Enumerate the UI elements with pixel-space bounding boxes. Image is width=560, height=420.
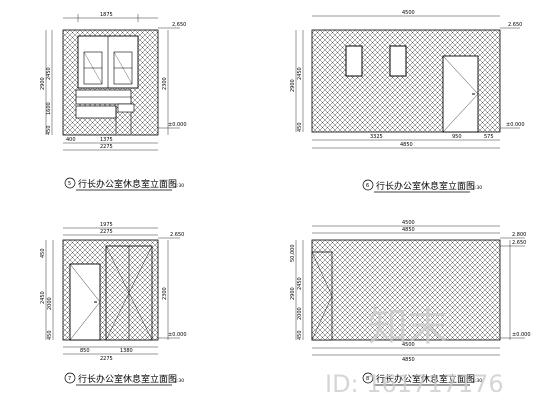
dim-top-1: 4500: [402, 10, 415, 16]
dim-left-5: 450: [297, 330, 303, 340]
dim-right-1: 2.800: [512, 232, 526, 238]
dim-top-2: 4850: [402, 227, 415, 233]
panel-scale: 1:30: [472, 378, 482, 384]
panel-number: 7: [68, 376, 71, 382]
dim-right-1: 2300: [162, 287, 168, 300]
panel-scale: 1:30: [472, 185, 482, 191]
panel-caption: 行长办公室休息室立面图: [376, 180, 475, 192]
dim-left-2: 2450: [40, 291, 46, 304]
panel-number: 5: [68, 181, 71, 187]
dim-bottom-1: 850: [80, 348, 90, 354]
dim-bottom-2: 4850: [402, 357, 415, 363]
dim-top-1: 4500: [402, 220, 415, 226]
dim-left-1: 50,000: [290, 245, 296, 263]
dim-left-3: 2000: [47, 297, 53, 310]
dim-bottom-3: 2275: [100, 144, 113, 150]
panel-scale: 1:30: [174, 183, 184, 189]
dim-left-2: 2450: [46, 67, 52, 80]
dim-left-2: 2900: [290, 287, 296, 300]
dim-bottom-2: 1375: [100, 137, 113, 143]
dim-left-3: 2450: [297, 277, 303, 290]
elevation-panel-5: 1875 2,650 400 1375 2275 2900 2450 1600 …: [40, 12, 187, 191]
panel-number: 6: [366, 183, 369, 189]
dim-bottom-3: 2275: [100, 356, 113, 362]
panel-caption: 行长办公室休息室立面图: [78, 373, 177, 385]
wall-hatch: [311, 239, 501, 341]
dim-left-4: 2000: [297, 307, 303, 320]
watermark-logo-text: 知末: [368, 304, 448, 350]
dim-bottom-1: 3325: [370, 134, 383, 140]
panel-scale: 1:30: [174, 378, 184, 384]
elevation-panel-6: 4500 2.650 3325 950 575 4850 2900 2450 4…: [290, 10, 525, 193]
dim-top-2: 2275: [100, 229, 113, 235]
dim-left-4: 450: [47, 330, 53, 340]
dim-right-1: 2300: [162, 77, 168, 90]
level-bottom: ±0.000: [168, 332, 187, 338]
dim-top-1: 1875: [100, 12, 113, 18]
dim-top-2: 2,650: [172, 22, 186, 28]
dim-bottom-2: 1380: [120, 348, 133, 354]
panel-caption: 行长办公室休息室立面图: [376, 373, 475, 385]
dim-left-4: 450: [46, 125, 52, 135]
dim-left-2: 2450: [297, 67, 303, 80]
dim-top-3: 2.650: [170, 232, 184, 238]
dim-top-2: 2.650: [508, 22, 522, 28]
dim-bottom-1: 4500: [402, 342, 415, 348]
dim-bottom-1: 400: [66, 137, 76, 143]
side-panel: [311, 251, 333, 341]
panel-number: 8: [366, 376, 369, 382]
dim-left-3: 1600: [46, 102, 52, 115]
dim-bottom-2: 950: [452, 134, 462, 140]
dim-bottom-3: 575: [484, 134, 494, 140]
dim-bottom-4: 4850: [400, 142, 413, 148]
panel-caption: 行长办公室休息室立面图: [78, 178, 177, 190]
level-bottom: ±0.000: [168, 122, 187, 128]
level-bottom: ±0.000: [506, 122, 525, 128]
watermark: 知末 ID: 161717176: [325, 304, 504, 398]
niche-2: [389, 45, 407, 77]
dim-right-2: 2.650: [512, 240, 526, 246]
dim-left-1: 2900: [290, 79, 296, 92]
dim-left-1: 450: [40, 248, 46, 258]
niche-1: [345, 45, 363, 77]
watermark-id-text: ID: 161717176: [325, 370, 504, 398]
level-bottom: ±0.000: [512, 332, 531, 338]
dim-left-1: 2900: [40, 77, 46, 90]
elevation-panel-8: 4500 4850 4500 4850 50,000 2900 2450 200…: [290, 220, 531, 386]
dim-left-3: 450: [297, 122, 303, 132]
dim-top-1: 1975: [100, 222, 113, 228]
elevation-panel-7: 1975 2275 2.650 850 1380 2275 450 2450 2…: [40, 222, 187, 386]
